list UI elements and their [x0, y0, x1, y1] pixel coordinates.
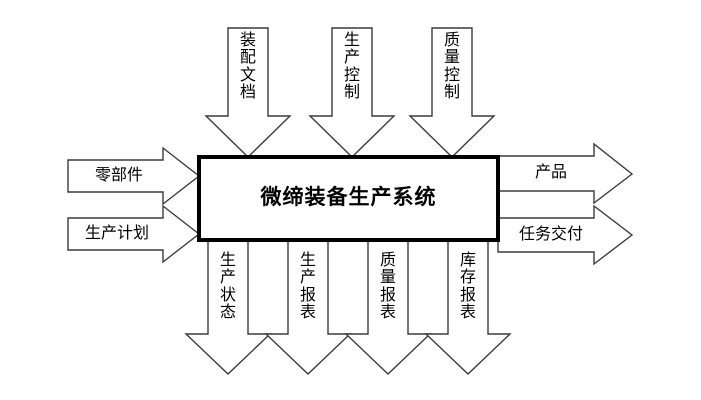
top-arrow-assembly-doc[interactable] [204, 27, 292, 158]
right-arrow-task-delivery[interactable] [497, 204, 634, 266]
bottom-arrow-quality-report[interactable] [344, 239, 432, 375]
bottom-arrow-inventory-report[interactable] [424, 239, 512, 375]
left-arrow-components[interactable] [67, 146, 201, 206]
central-system-box[interactable] [197, 155, 500, 242]
bottom-arrow-production-status[interactable] [184, 239, 272, 375]
top-arrow-production-control[interactable] [308, 27, 396, 158]
top-arrow-quality-control[interactable] [408, 27, 496, 158]
right-arrow-product[interactable] [497, 142, 634, 205]
left-arrow-production-plan[interactable] [67, 204, 201, 264]
bottom-arrow-production-report[interactable] [264, 239, 352, 375]
